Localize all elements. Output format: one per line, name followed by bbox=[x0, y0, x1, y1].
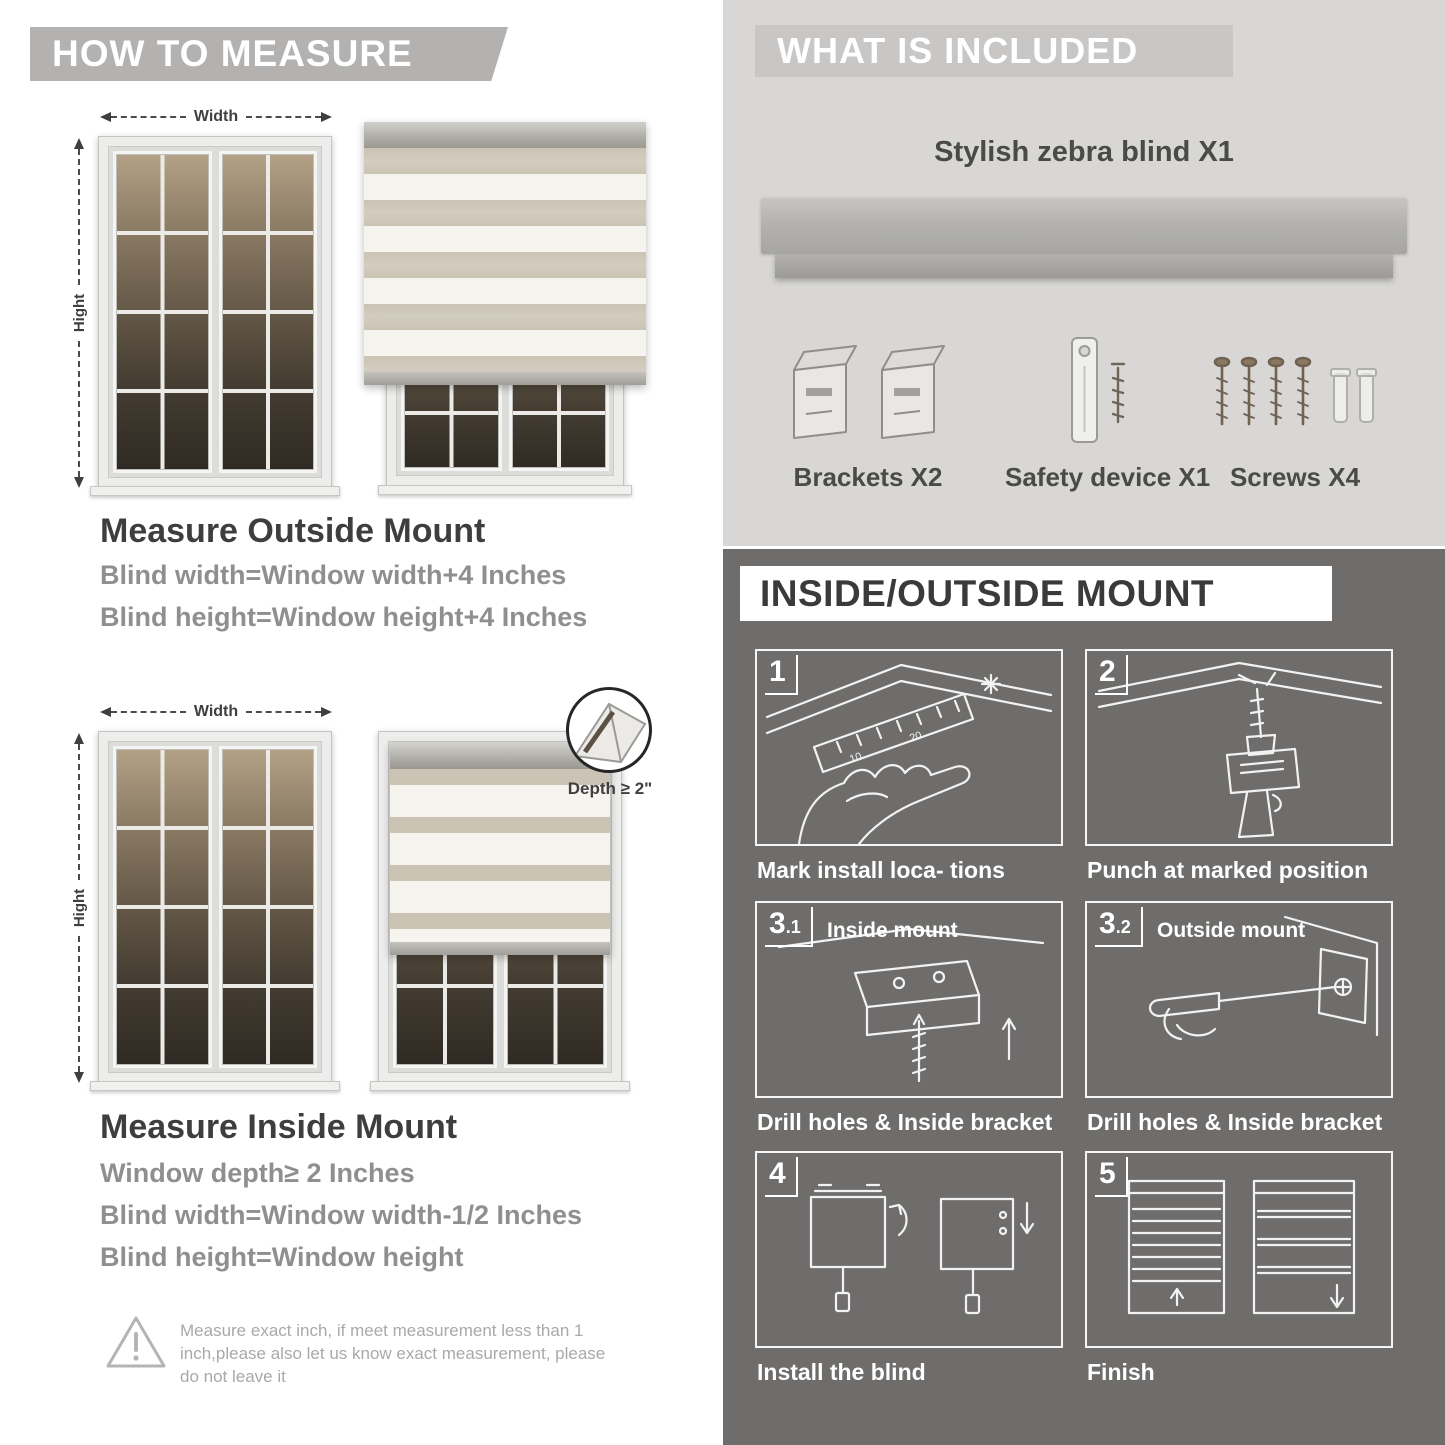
step-number: 3.2 bbox=[1095, 907, 1143, 947]
inside-mount-rule-height: Blind height=Window height bbox=[100, 1242, 464, 1272]
step-number: 1 bbox=[765, 655, 798, 695]
brackets-icon bbox=[793, 345, 945, 439]
inside-outside-mount-banner: INSIDE/OUTSIDE MOUNT bbox=[740, 566, 1332, 621]
arrow-down-icon bbox=[74, 477, 84, 488]
step-number: 3.1 bbox=[765, 907, 813, 947]
arrow-left-icon bbox=[100, 112, 111, 122]
window-sash bbox=[218, 151, 317, 473]
window-sill bbox=[370, 1081, 630, 1091]
zebra-blind-illustration bbox=[364, 122, 646, 385]
svg-text:20: 20 bbox=[908, 730, 923, 745]
window-sash bbox=[113, 746, 212, 1068]
blind-headrail-photo bbox=[761, 198, 1407, 254]
blind-bottomrail bbox=[390, 942, 610, 955]
outside-mount-label: Outside mount bbox=[1157, 919, 1306, 942]
install-blind-illustration bbox=[809, 1183, 1035, 1315]
inside-mount-title: Measure Inside Mount bbox=[100, 1108, 458, 1146]
included-item-screws: Screws X4 bbox=[1197, 326, 1393, 493]
brackets-label: Brackets X2 bbox=[793, 462, 943, 492]
outside-mount-title: Measure Outside Mount bbox=[100, 512, 486, 550]
inside-bracket-illustration bbox=[777, 927, 1045, 1083]
finish-illustration bbox=[1127, 1179, 1356, 1315]
step-box-1: 10 20 1 bbox=[755, 649, 1063, 846]
step-caption-1: Mark install loca- tions bbox=[757, 857, 1005, 883]
inside-outside-mount-panel: INSIDE/OUTSIDE MOUNT 10 20 1 Mark instal… bbox=[723, 549, 1445, 1445]
width-label: Width bbox=[193, 703, 239, 720]
depth-label: Depth ≥ 2" bbox=[567, 779, 653, 798]
outside-mount-rule-height: Blind height=Window height+4 Inches bbox=[100, 602, 588, 632]
what-is-included-panel: WHAT IS INCLUDED Stylish zebra blind X1 bbox=[723, 0, 1445, 546]
window-sash bbox=[113, 151, 212, 473]
step-caption-5: Finish bbox=[1087, 1359, 1155, 1385]
window-illustration bbox=[98, 731, 332, 1083]
included-item-safety-device: Safety device X1 bbox=[1005, 326, 1211, 493]
step-number: 5 bbox=[1095, 1157, 1128, 1197]
step-box-5: 5 bbox=[1085, 1151, 1393, 1348]
outside-bracket-illustration bbox=[1148, 915, 1379, 1041]
width-arrow: Width bbox=[100, 108, 332, 126]
step-caption-2: Punch at marked position bbox=[1087, 857, 1369, 883]
mark-locations-illustration: 10 20 bbox=[765, 663, 1053, 844]
step-number: 4 bbox=[765, 1157, 798, 1197]
blind-stripes bbox=[390, 769, 610, 942]
step-caption-3-1: Drill holes & Inside bracket bbox=[757, 1109, 1053, 1135]
window-sash bbox=[218, 746, 317, 1068]
safety-device-icon bbox=[1071, 337, 1126, 443]
inside-mount-rule-depth: Window depth≥ 2 Inches bbox=[100, 1158, 415, 1188]
included-blind-label: Stylish zebra blind X1 bbox=[934, 136, 1234, 168]
frame-corner-zoom-icon bbox=[573, 702, 647, 764]
step-box-2: 2 bbox=[1085, 649, 1393, 846]
zebra-blind-illustration bbox=[390, 743, 610, 955]
step-box-3-1: 3.1 Inside mount bbox=[755, 901, 1063, 1098]
inside-mount-rule-width: Blind width=Window width-1/2 Inches bbox=[100, 1200, 583, 1230]
height-arrow: Hight bbox=[70, 733, 88, 1083]
screws-icon bbox=[1213, 356, 1377, 426]
step-box-4: 4 bbox=[755, 1151, 1063, 1348]
blind-headrail bbox=[364, 122, 646, 148]
what-is-included-banner: WHAT IS INCLUDED bbox=[755, 25, 1233, 77]
window-sill bbox=[378, 485, 632, 495]
window-illustration bbox=[98, 136, 332, 488]
included-item-brackets: Brackets X2 bbox=[773, 326, 963, 493]
outside-mount-rule-width: Blind width=Window width+4 Inches bbox=[100, 560, 567, 590]
measure-warning-text: Measure exact inch, if meet measurement … bbox=[180, 1321, 606, 1386]
how-to-measure-banner: HOW TO MEASURE bbox=[30, 27, 508, 81]
width-arrow: Width bbox=[100, 703, 332, 721]
arrow-down-icon bbox=[74, 1072, 84, 1083]
screws-label: Screws X4 bbox=[1229, 462, 1361, 492]
arrow-right-icon bbox=[321, 112, 332, 122]
width-label: Width bbox=[193, 108, 239, 125]
step-box-3-2: 3.2 Outside mount bbox=[1085, 901, 1393, 1098]
arrow-right-icon bbox=[321, 707, 332, 717]
blind-bottomrail bbox=[364, 372, 646, 385]
arrow-left-icon bbox=[100, 707, 111, 717]
arrow-up-icon bbox=[74, 138, 84, 149]
arrow-up-icon bbox=[74, 733, 84, 744]
blind-stripes bbox=[364, 148, 646, 372]
drill-illustration bbox=[1097, 661, 1383, 839]
step-caption-3-2: Drill holes & Inside bracket bbox=[1087, 1109, 1383, 1135]
step-number: 2 bbox=[1095, 655, 1128, 695]
window-sill bbox=[90, 486, 340, 496]
svg-text:10: 10 bbox=[848, 751, 863, 766]
inside-mount-label: Inside mount bbox=[827, 919, 958, 942]
warning-icon bbox=[106, 1316, 166, 1368]
height-arrow: Hight bbox=[70, 138, 88, 488]
blind-headrail-underside bbox=[775, 254, 1393, 278]
step-caption-4: Install the blind bbox=[757, 1359, 926, 1385]
depth-detail-circle bbox=[566, 687, 652, 773]
safety-device-label: Safety device X1 bbox=[1005, 462, 1211, 492]
window-sill bbox=[90, 1081, 340, 1091]
